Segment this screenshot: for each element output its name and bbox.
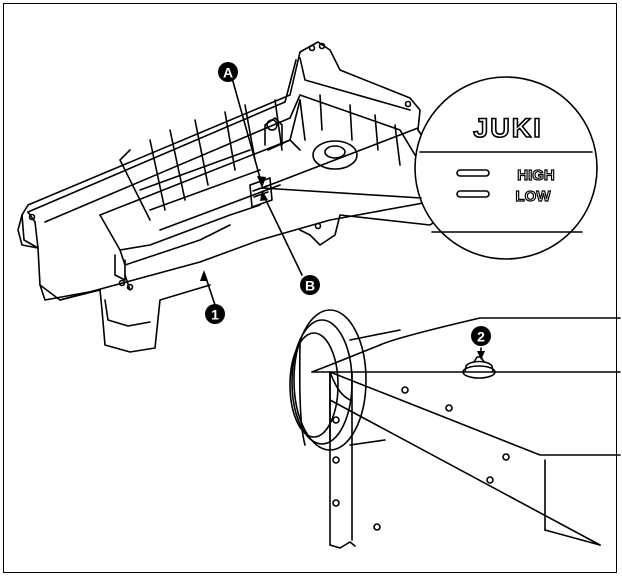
- arrowhead-one: [200, 270, 208, 281]
- gauge-brand-logo: JUKI: [473, 113, 543, 143]
- callout-one-label: 1: [211, 307, 219, 323]
- gauge-high-label: HIGH: [517, 167, 555, 184]
- callout-b: B: [300, 275, 320, 295]
- callout-one: 1: [205, 304, 225, 324]
- gauge-low-label: LOW: [516, 188, 552, 205]
- gauge-magnifier: [261, 76, 598, 260]
- callout-a: A: [218, 62, 238, 82]
- callout-b-label: B: [305, 278, 315, 294]
- arrowhead-a: [257, 176, 266, 188]
- leader-a: [231, 77, 263, 186]
- arrowhead-b: [260, 190, 268, 201]
- callout-two-label: 2: [477, 329, 485, 345]
- figure-frame: [3, 3, 617, 573]
- callout-a-label: A: [223, 65, 233, 81]
- callout-two: 2: [471, 326, 491, 346]
- oil-pan-illustration: [17, 41, 451, 353]
- leader-b: [261, 191, 303, 276]
- arrowhead-two: [477, 351, 485, 360]
- machine-arm-illustration: [289, 309, 621, 549]
